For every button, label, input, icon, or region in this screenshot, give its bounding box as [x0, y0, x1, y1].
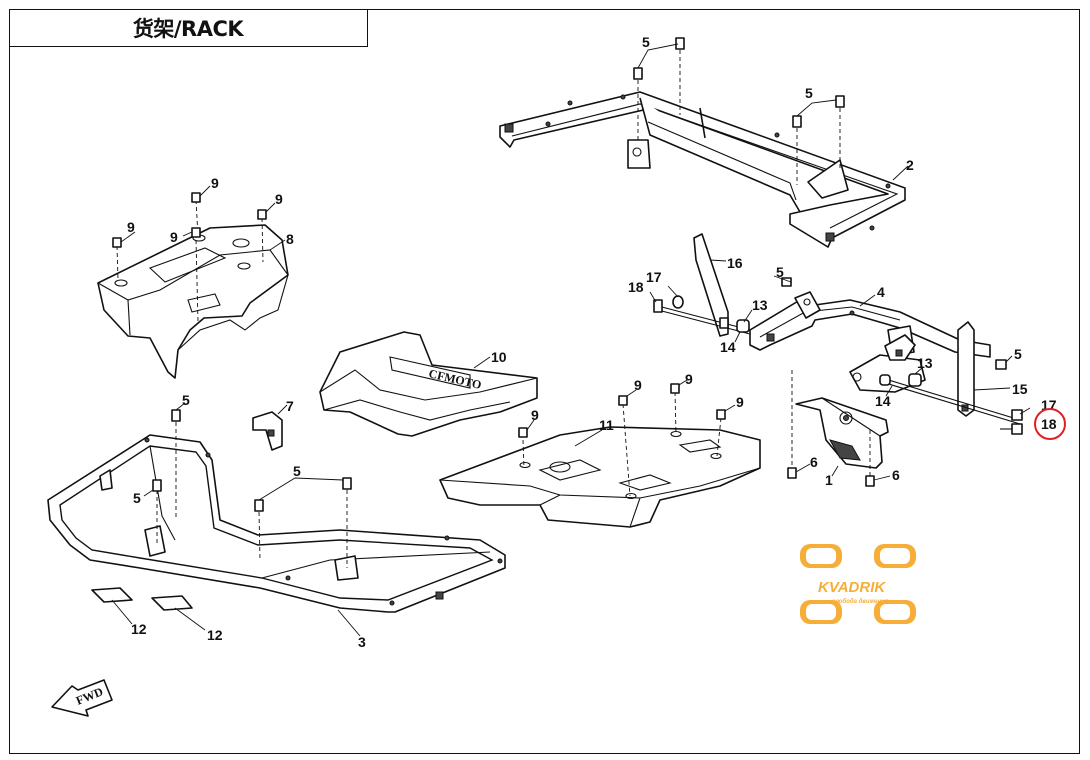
callout-2: 2 [906, 157, 914, 173]
callout-8: 8 [286, 231, 294, 247]
callout-5: 5 [642, 34, 650, 50]
watermark-brand: KVADRIK [818, 579, 886, 596]
callout-9: 9 [634, 377, 642, 393]
part-2-front-rack-frame [499, 91, 909, 248]
part-8-cover [97, 224, 289, 379]
pins-and-spacers [649, 275, 1031, 487]
bolts-part-3 [143, 402, 352, 568]
callout-14: 14 [875, 393, 891, 409]
part-10-center-cover: CFMOTO [319, 331, 538, 437]
callout-5: 5 [293, 463, 301, 479]
callout-5: 5 [805, 85, 813, 101]
watermark-tagline: свобода движения [832, 598, 889, 605]
callout-5: 5 [1014, 346, 1022, 362]
callout-14: 14 [720, 339, 736, 355]
part-4-rear-subframe [749, 291, 991, 358]
callout-5: 5 [776, 264, 784, 280]
callout-3: 3 [358, 634, 366, 650]
callout-9: 9 [736, 394, 744, 410]
callout-16: 16 [727, 255, 743, 271]
callout-18-highlighted: 18 [1041, 416, 1057, 432]
callout-9: 9 [531, 407, 539, 423]
kvadrik-watermark: KVADRIK свобода движения [800, 544, 916, 624]
part-1-hitch-plate [795, 397, 889, 477]
callout-10: 10 [491, 349, 507, 365]
highlight-circle [1034, 408, 1066, 440]
callout-11: 11 [599, 417, 614, 433]
bolts-part-8 [112, 185, 276, 323]
callout-4: 4 [877, 284, 885, 300]
bolts-part-11 [518, 379, 736, 497]
part-7-bracket [252, 404, 288, 451]
callout-6: 6 [892, 467, 900, 483]
callout-13: 13 [917, 355, 933, 371]
callout-1: 1 [825, 472, 833, 488]
callout-15: 15 [1012, 381, 1028, 397]
fwd-arrow-icon: FWD [51, 679, 113, 717]
diagram-title: 货架/RACK [132, 16, 244, 41]
callout-6: 6 [810, 454, 818, 470]
part-5-bracket-block [849, 334, 926, 393]
callout-13: 13 [752, 297, 768, 313]
callout-12: 12 [207, 627, 223, 643]
bolts-part-2 [633, 37, 845, 185]
callout-9: 9 [685, 371, 693, 387]
callout-labels: 5 5 2 9 9 9 9 8 16 17 5 18 4 13 14 5 10 … [127, 34, 1066, 650]
callout-12: 12 [131, 621, 147, 637]
callout-5: 5 [182, 392, 190, 408]
callout-9: 9 [127, 219, 135, 235]
callout-7: 7 [286, 398, 294, 414]
part-11-rear-tray [439, 426, 761, 528]
title-block: 货架/RACK [9, 9, 368, 47]
callout-9: 9 [211, 175, 219, 191]
callout-5: 5 [133, 490, 141, 506]
drawing-frame [9, 9, 1080, 754]
callout-9: 9 [275, 191, 283, 207]
part-3-rear-rack-frame [47, 434, 506, 637]
callout-18: 18 [628, 279, 644, 295]
part-16-bracket [693, 233, 729, 337]
callout-9: 9 [170, 229, 178, 245]
callout-17: 17 [646, 269, 662, 285]
part-12-decals [91, 587, 206, 631]
